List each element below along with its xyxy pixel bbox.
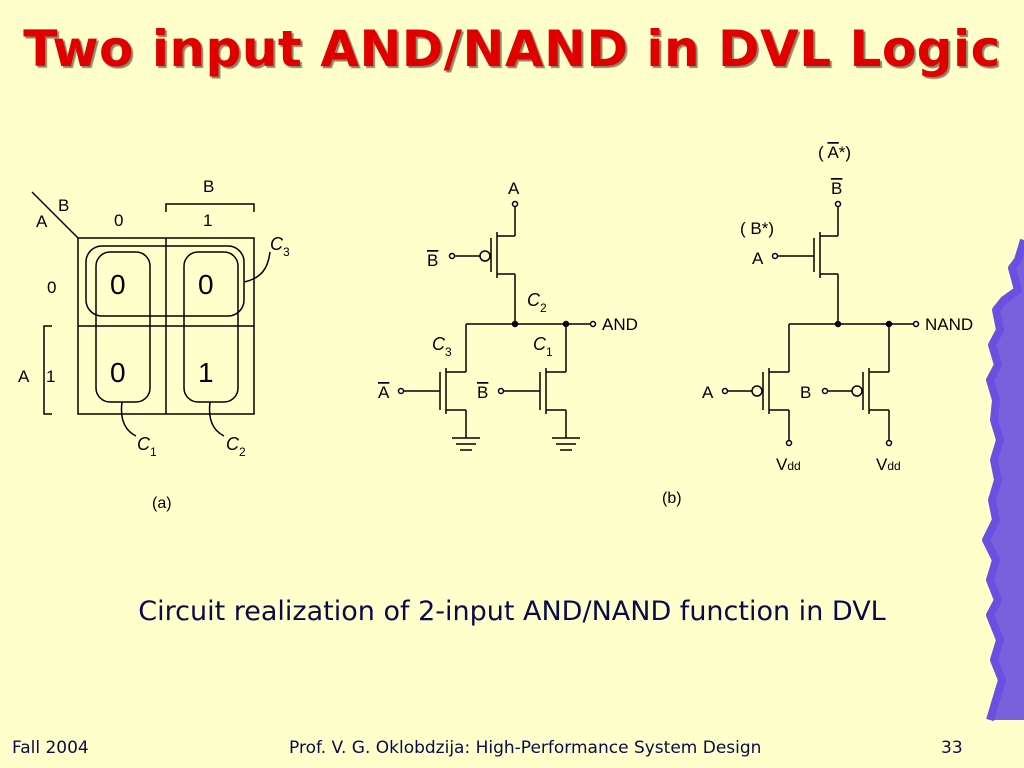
kmap-var-b: B xyxy=(58,196,69,215)
and-label-c2: C2 xyxy=(527,290,547,315)
kmap-row-header-1: 1 xyxy=(46,367,55,386)
kmap-col-bracket xyxy=(165,203,255,212)
and-top-input-label: A xyxy=(508,179,520,198)
circuit-sublabel: (b) xyxy=(662,490,682,507)
nand-supply-right: Vdd xyxy=(876,455,901,474)
kmap-label-c1: C1 xyxy=(137,434,157,459)
and-input-a-node xyxy=(511,200,519,208)
kmap-row-bracket xyxy=(43,325,52,415)
kmap-sublabel: (a) xyxy=(152,495,172,512)
kmap-group-right xyxy=(183,251,239,403)
nand-side-note: ( B*) xyxy=(740,219,774,238)
nand-input-b-node xyxy=(834,200,842,208)
kmap-group-c3 xyxy=(85,245,245,317)
nand-supply-left: Vdd xyxy=(776,455,801,474)
kmap-cell-01: 0 xyxy=(198,269,214,300)
slide-title: Two input AND/NAND in DVL Logic xyxy=(23,20,1001,78)
kmap-diagonal xyxy=(31,191,79,239)
kmap-cell-10: 0 xyxy=(110,357,126,388)
nand-top-input-label: B xyxy=(831,179,842,198)
kmap-group-left xyxy=(95,251,151,403)
kmap-var-a: A xyxy=(36,212,48,231)
kmap-col-span-label: B xyxy=(203,177,214,196)
and-gate-circuit xyxy=(397,200,597,451)
kmap-row-span-label: A xyxy=(18,367,30,386)
and-label-c3: C3 xyxy=(432,334,452,359)
nand-gate-left-label: A xyxy=(702,383,714,402)
kmap-col-header-0: 0 xyxy=(114,211,123,230)
nand-gate-right-label: B xyxy=(800,383,811,402)
slide-caption: Circuit realization of 2-input AND/NAND … xyxy=(138,596,886,627)
and-output-label: AND xyxy=(602,315,638,334)
kmap-col-header-1: 1 xyxy=(203,211,212,230)
and-gate-left-label: A xyxy=(378,383,390,402)
wavy-border-decoration xyxy=(982,238,1024,722)
nand-gate-top-label: A xyxy=(752,249,764,268)
and-label-c1: C1 xyxy=(533,334,553,359)
kmap-cell-00: 0 xyxy=(110,269,126,300)
nand-output-label: NAND xyxy=(925,315,973,334)
kmap-cell-11: 1 xyxy=(198,357,214,388)
footer-date: Fall 2004 xyxy=(12,738,89,758)
footer-author: Prof. V. G. Oklobdzija: High-Performance… xyxy=(289,738,762,758)
and-gate-right-label: B xyxy=(477,383,488,402)
and-gate-top-label: B xyxy=(427,251,438,270)
kmap-label-c3: C3 xyxy=(270,234,290,259)
kmap-label-c2: C2 xyxy=(226,434,246,459)
karnaugh-map xyxy=(31,191,271,437)
kmap-row-header-0: 0 xyxy=(47,278,56,297)
nand-top-note: ( A*) xyxy=(818,143,851,162)
nand-gate-circuit xyxy=(721,200,920,447)
footer-page-number: 33 xyxy=(941,738,963,758)
